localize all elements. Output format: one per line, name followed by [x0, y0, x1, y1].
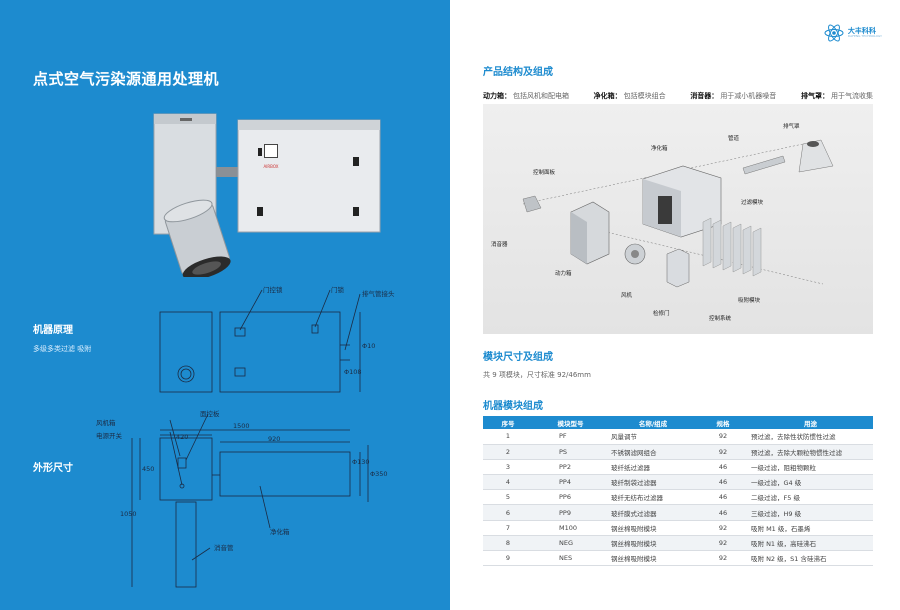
component-item: 消音器：用于减小机器噪音 [690, 92, 777, 100]
dim-top-height: Φ10 [362, 342, 376, 350]
page-title: 点式空气污染源通用处理机 [33, 70, 220, 88]
modules-heading: 机器模块组成 [483, 401, 543, 412]
label-panel: 面控板 [200, 410, 220, 418]
dim-overall: 1500 [233, 422, 250, 430]
col-header: 用途 [748, 416, 873, 429]
diag-label-fan: 风机 [621, 293, 633, 299]
diag-label-power-box: 动力箱 [555, 271, 572, 277]
table-header-row: 序号 模块型号 名称/组成 规格 用途 [483, 416, 873, 429]
diag-label-hood: 排气罩 [783, 124, 800, 130]
dimensions-heading: 外形尺寸 [33, 463, 73, 474]
exploded-diagram: 管道 排气罩 控制面板 净化箱 过滤模块 消音器 动力箱 风机 检修门 吸附模块… [483, 104, 873, 334]
label-outlet: 排气管接头 [362, 290, 395, 298]
photo-nameplate: AIRBOX [263, 164, 278, 169]
label-control-lock: 门控锁 [263, 286, 283, 294]
size-heading: 模块尺寸及组成 [483, 352, 553, 363]
dim-fan-width: 420 [176, 433, 189, 441]
dim-left-h1: 450 [142, 465, 155, 473]
label-fan-box: 风机箱 [96, 419, 116, 427]
col-header: 模块型号 [533, 416, 608, 429]
structure-heading: 产品结构及组成 [483, 67, 553, 78]
component-list: 动力箱：包括风机和配电箱 净化箱：包括模块组合 消音器：用于减小机器噪音 排气罩… [483, 91, 873, 101]
label-silencer: 消音管 [214, 544, 234, 552]
technical-drawing: 门控锁 门锁 排气管接头 Φ10 Φ108 1500 420 920 风机箱 电… [96, 280, 440, 600]
diag-label-service-door: 检修门 [653, 311, 670, 317]
col-header: 序号 [483, 416, 533, 429]
dim-left-h2: 1050 [120, 510, 137, 518]
left-page: 点式空气污染源通用处理机 AIRBOX 机器原理 多级多类过滤 吸附 外形尺寸 [0, 0, 450, 610]
dim-purify-width: 920 [268, 435, 281, 443]
diag-label-silencer: 消音器 [491, 242, 508, 248]
atom-logo-icon [824, 24, 844, 42]
logo-text: 大丰科科 [847, 26, 876, 35]
product-photo: AIRBOX [153, 113, 381, 277]
size-note: 共 9 项模块，尺寸标准 92/46mm [483, 371, 591, 379]
diag-label-filter-module: 过滤模块 [741, 200, 764, 206]
logo-text-en: DAFENG TECHNOLOGY [847, 34, 882, 39]
diag-label-control-panel: 控制面板 [533, 170, 556, 176]
diag-label-purify-box: 净化箱 [651, 146, 668, 152]
dim-right-h: Φ350 [370, 470, 388, 478]
col-header: 名称/组成 [608, 416, 698, 429]
component-item: 动力箱：包括风机和配电箱 [483, 92, 569, 100]
label-door-lock: 门锁 [331, 286, 344, 294]
label-power-switch: 电源开关 [96, 432, 122, 440]
dim-pipe: Φ130 [352, 458, 370, 466]
diag-label-pipe: 管道 [728, 136, 740, 142]
brand-logo: 大丰科科 DAFENG TECHNOLOGY [823, 22, 882, 44]
component-item: 排气罩：用于气流收集 [800, 92, 873, 100]
component-item: 净化箱：包括模块组合 [593, 92, 666, 100]
diag-label-control-system: 控制系统 [709, 316, 732, 322]
dim-top-side: Φ108 [344, 368, 362, 376]
right-page: 大丰科科 DAFENG TECHNOLOGY 产品结构及组成 动力箱：包括风机和… [450, 0, 900, 610]
principle-heading: 机器原理 [33, 325, 73, 336]
diag-label-module-list: 吸附模块 [738, 298, 761, 304]
label-purify-box: 净化箱 [270, 528, 290, 536]
col-header: 规格 [698, 416, 748, 429]
principle-text: 多级多类过滤 吸附 [33, 345, 92, 353]
